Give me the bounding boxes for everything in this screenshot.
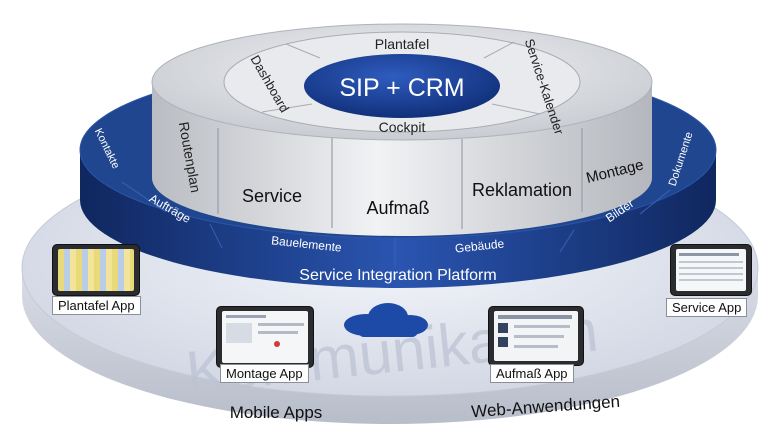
drum	[151, 23, 653, 236]
montage-app-card[interactable]: Montage App	[214, 306, 318, 386]
aufmass-app-card[interactable]: Aufmaß App	[486, 306, 590, 386]
core-disc	[304, 54, 500, 118]
cloud-icon	[344, 303, 428, 337]
plantafel-app-card[interactable]: Plantafel App	[48, 244, 148, 316]
blue-ring-gebaeude: Gebäude	[454, 236, 505, 255]
drum-segment-aufmass: Aufmaß	[366, 198, 429, 218]
drum-segment-reklamation: Reklamation	[472, 180, 572, 200]
inner-ring-bottom: Cockpit	[379, 119, 426, 135]
service-app-card[interactable]: Service App	[662, 244, 766, 320]
mobile-apps-label: Mobile Apps	[230, 403, 323, 422]
montage-app-label: Montage App	[220, 364, 309, 383]
plantafel-app-label: Plantafel App	[52, 296, 141, 315]
montage-app-screenshot	[216, 306, 314, 368]
aufmass-app-screenshot	[488, 306, 584, 366]
platform-band-label: Service Integration Platform	[299, 267, 496, 284]
drum-segment-service: Service	[242, 186, 302, 206]
core-title: SIP + CRM	[339, 74, 464, 102]
service-app-screenshot	[670, 244, 752, 296]
aufmass-app-label: Aufmaß App	[490, 364, 574, 383]
inner-ring-top: Plantafel	[375, 36, 429, 52]
service-app-label: Service App	[666, 298, 748, 317]
plantafel-app-screenshot	[52, 244, 140, 296]
